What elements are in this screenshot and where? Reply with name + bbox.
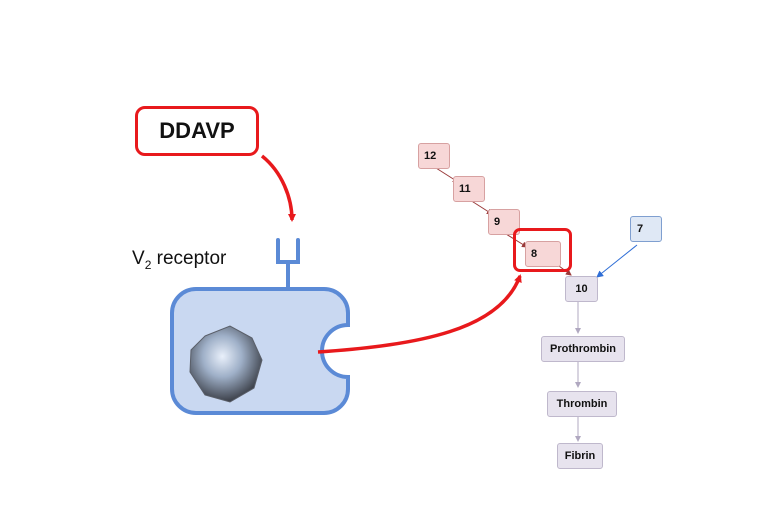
fibrin-box: Fibrin bbox=[557, 443, 603, 469]
receptor-label-subscript: 2 bbox=[144, 257, 152, 272]
receptor-label-prefix: V bbox=[132, 248, 145, 269]
factor-11-box: 11 bbox=[453, 176, 485, 202]
ddavp-arrow bbox=[260, 154, 296, 222]
factor-12-box: 12 bbox=[418, 143, 450, 169]
factor-8-box: 8 bbox=[525, 241, 561, 267]
factor-7-box: 7 bbox=[630, 216, 662, 242]
cascade-connectors bbox=[435, 167, 638, 442]
cell-nucleus bbox=[189, 325, 263, 403]
v2-receptor-icon bbox=[276, 238, 300, 289]
thrombin-box: Thrombin bbox=[547, 391, 617, 417]
factor-10-box: 10 bbox=[565, 276, 598, 302]
v2-receptor-label: V2 receptor bbox=[132, 248, 226, 272]
factor-8-highlight bbox=[513, 228, 572, 272]
prothrombin-box: Prothrombin bbox=[541, 336, 625, 362]
factor-9-box: 9 bbox=[488, 209, 520, 235]
receptor-label-suffix: receptor bbox=[151, 248, 227, 269]
release-arrow bbox=[317, 274, 522, 354]
ddavp-label: DDAVP bbox=[135, 106, 259, 156]
